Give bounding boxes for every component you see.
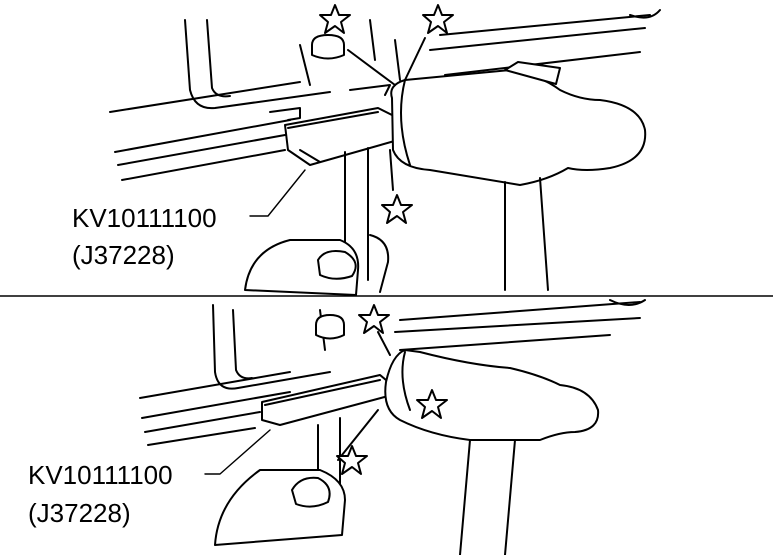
top-panel-drawing [109,4,661,296]
bottom-panel-drawing [139,299,646,555]
hand [214,469,346,546]
hammer-head [384,349,600,441]
top-tool-number: KV10111100 [72,203,217,233]
hammer-head [390,69,647,186]
bottom-alt-number: (J37228) [28,498,131,528]
seal-cutter-tool [284,107,399,166]
top-alt-number: (J37228) [72,240,175,270]
bottom-tool-number: KV10111100 [28,460,173,490]
